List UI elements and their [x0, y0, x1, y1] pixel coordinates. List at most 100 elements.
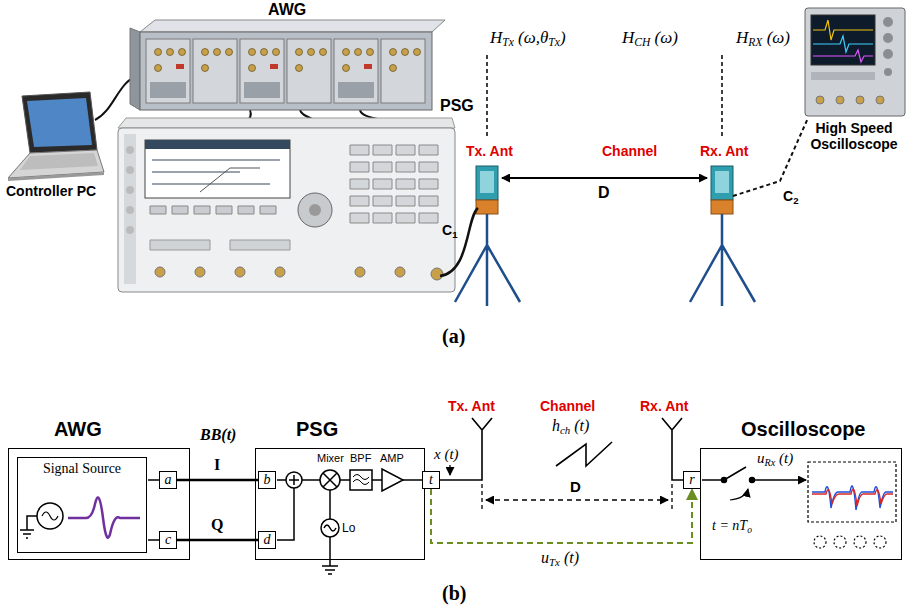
upconverter-symbol: [277, 479, 286, 481]
stage-label: Tx. Ant: [448, 398, 495, 414]
oscilloscope-illustration: [813, 36, 873, 52]
tripod: [455, 214, 755, 306]
psg-illustration: [298, 193, 332, 227]
port-box: r: [683, 471, 701, 489]
sample-points: [814, 536, 886, 548]
transfer-function: HCH (ω): [622, 28, 678, 50]
oscilloscope-illustration: [811, 72, 875, 80]
signal-source-symbol: [42, 512, 58, 520]
antenna-illustration: [476, 166, 733, 214]
psg-illustration: [145, 140, 290, 198]
oscilloscope-illustration: [883, 17, 893, 27]
instrument-box: PSGbdt: [255, 448, 425, 560]
subscript: o: [747, 525, 752, 535]
signal-name: BB(t): [200, 426, 236, 444]
port-box: t: [422, 471, 440, 489]
port-name: t: [429, 473, 433, 487]
oscilloscope-illustration: [816, 96, 884, 104]
awg-illustration: [214, 49, 221, 56]
oscilloscope-illustration: [883, 33, 893, 43]
instrument-box: Oscilloscoper: [700, 448, 902, 560]
awg-illustration: [334, 39, 378, 103]
sampler-symbol: [808, 462, 896, 522]
subscript: RX: [748, 36, 762, 49]
awg-illustration: [193, 39, 237, 103]
upconverter-symbol: [340, 479, 350, 481]
received-waveform: [812, 486, 893, 510]
oscilloscope-illustration: [805, 8, 905, 116]
upconverter-symbol: [372, 479, 382, 481]
awg-illustration: [146, 39, 190, 103]
sampler-symbol: [730, 489, 748, 500]
signal-name: uRx (t): [757, 450, 793, 469]
signal-source-symbol: [37, 503, 63, 529]
psg-illustration: [118, 128, 455, 292]
antenna-illustration: [715, 171, 729, 193]
psg-illustration: [350, 145, 438, 223]
psg-illustration: [126, 206, 134, 214]
awg-illustration: [244, 82, 280, 98]
distance-label: D: [598, 184, 610, 202]
distance-arrow: [486, 499, 668, 501]
instrument-heading: PSG: [296, 418, 338, 441]
laptop-illustration: [20, 153, 98, 170]
pulse-waveform: [68, 498, 140, 538]
oscilloscope-illustration: [816, 96, 824, 104]
awg-illustration: [338, 82, 374, 98]
awg-illustration: [296, 49, 303, 56]
oscilloscope-illustration: [856, 96, 864, 104]
psg-illustration: [150, 240, 290, 250]
signal-label: Q: [211, 516, 223, 534]
psg-illustration: [195, 267, 205, 277]
psg-illustration: [155, 267, 165, 277]
signal-source-symbol: [148, 539, 159, 541]
upconverter-symbol: [286, 472, 302, 488]
sampler-symbol: [702, 462, 896, 522]
psg-illustration: [145, 140, 290, 149]
instrument-name: High Speed Oscilloscope: [800, 120, 908, 152]
psg-illustration: [126, 186, 134, 194]
awg-illustration: [155, 49, 162, 56]
awg-illustration: [140, 20, 445, 32]
signal-name: x (t): [434, 446, 459, 463]
stage-label: Channel: [602, 143, 657, 159]
instrument-heading: Oscilloscope: [741, 418, 866, 441]
psg-illustration: [275, 267, 285, 277]
upconverter-symbol: [324, 525, 336, 531]
port-box: a: [159, 471, 177, 489]
instrument-name: PSG: [440, 97, 474, 115]
antenna-illustration: [711, 166, 733, 200]
stage-label: Channel: [540, 398, 595, 414]
port-name: b: [264, 473, 271, 487]
port-name: a: [165, 473, 172, 487]
awg-illustration: [202, 65, 209, 72]
signal-source-box: Signal Source: [17, 457, 147, 553]
port-name: r: [689, 473, 694, 487]
psg-illustration: [118, 118, 455, 292]
sample-points: [814, 536, 826, 548]
sample-points: [854, 536, 866, 548]
subscript: Tx: [502, 36, 514, 49]
subscript: Tx: [548, 36, 560, 49]
awg-illustration: [320, 49, 327, 56]
reference-plane: [487, 55, 722, 138]
port-box: d: [258, 531, 276, 549]
distance-arrow: [502, 177, 707, 179]
antenna-illustration: [476, 166, 498, 200]
pulse-waveform: [68, 498, 140, 538]
awg-illustration: [167, 49, 174, 56]
awg-illustration: [273, 49, 280, 56]
upconverter-symbol: [323, 473, 337, 487]
awg-illustration: [226, 49, 233, 56]
signal-name: hch (t): [552, 417, 589, 437]
awg-illustration: [155, 49, 421, 72]
antenna-symbol: [440, 418, 683, 480]
channel-symbol: [556, 442, 612, 466]
upconverter-symbol: [302, 479, 320, 481]
laptop-illustration: [8, 172, 104, 181]
sampler-symbol: [752, 479, 806, 481]
subscript: 1: [452, 229, 457, 240]
signal-arrow: [449, 465, 450, 475]
panel-label: (a): [442, 325, 465, 348]
signal-source-symbol: [148, 479, 159, 481]
